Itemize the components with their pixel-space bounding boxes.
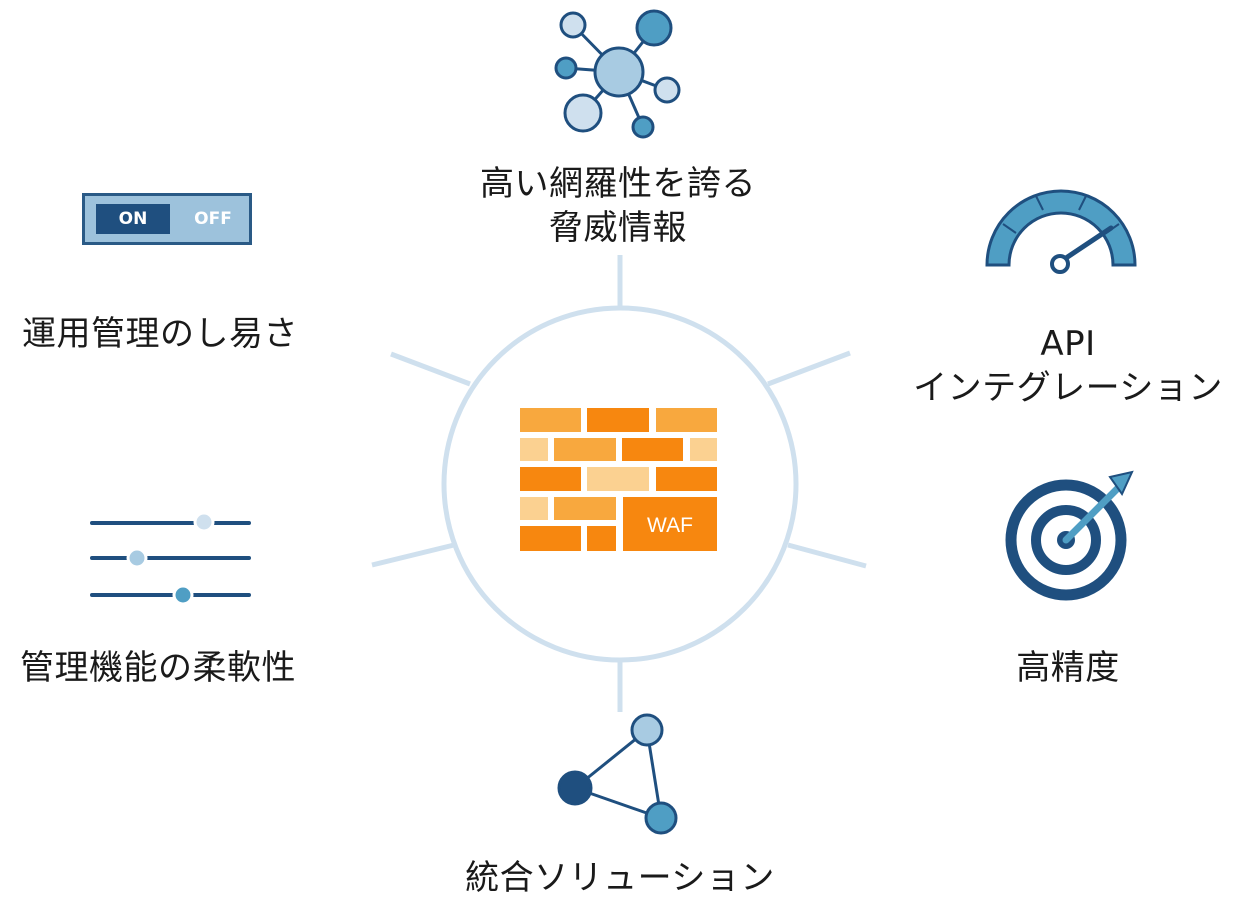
feature-unified-label: 統合ソリューション <box>465 858 775 898</box>
speed-gauge-icon <box>985 189 1137 274</box>
center-ring <box>441 305 799 663</box>
spoke-left <box>371 542 455 568</box>
brick-firewall-icon: WAF <box>520 408 717 551</box>
toggle-on-label: ON <box>96 204 170 234</box>
target-arrow-icon <box>1005 470 1134 601</box>
feature-accuracy-label: 高精度 <box>1016 648 1120 688</box>
sliders-icon <box>90 511 251 606</box>
on-off-switch-icon: ON OFF <box>82 193 252 245</box>
feature-ops-label: 運用管理のし易さ <box>22 314 298 354</box>
spoke-top-right <box>767 350 851 387</box>
waf-label: WAF <box>647 514 693 537</box>
feature-flexibility-label: 管理機能の柔軟性 <box>20 648 296 688</box>
spoke-top-left <box>390 351 471 387</box>
network-nodes-icon <box>554 9 681 139</box>
triangle-nodes-icon <box>557 713 678 835</box>
feature-api-label: API インテグレーション <box>913 324 1223 408</box>
toggle-off-label: OFF <box>194 209 232 229</box>
waf-badge <box>623 497 717 551</box>
spokes <box>371 255 867 712</box>
feature-threat-intel-label: 高い網羅性を誇る 脅威情報 <box>480 164 756 248</box>
spoke-right <box>787 542 867 569</box>
